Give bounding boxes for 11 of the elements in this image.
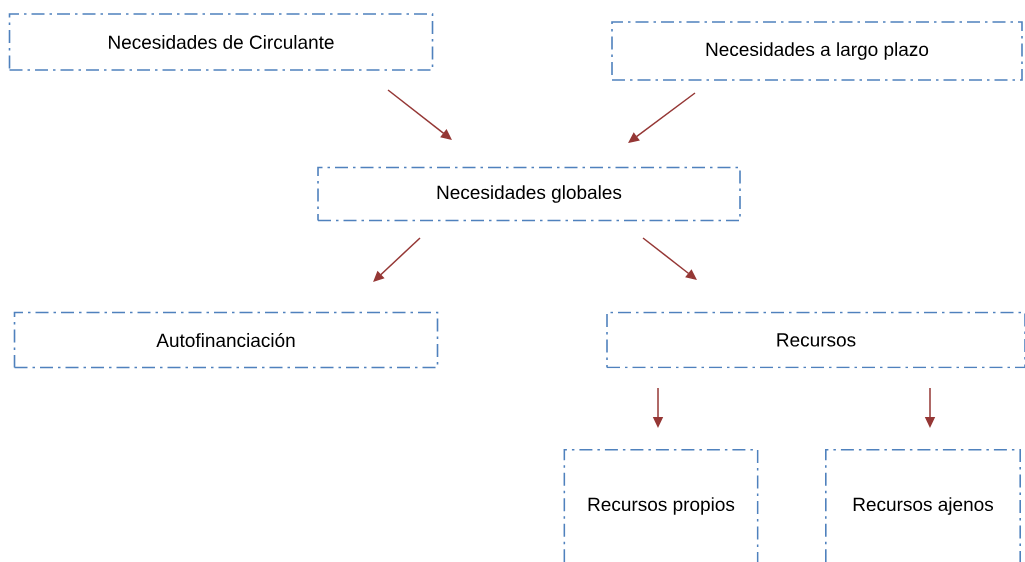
process-box: Recursos propios xyxy=(563,449,759,562)
process-box: Necesidades globales xyxy=(317,166,741,222)
process-box: Recursos ajenos xyxy=(825,449,1021,562)
arrow xyxy=(387,89,452,140)
process-box: Recursos xyxy=(606,311,1025,369)
process-box: Autofinanciación xyxy=(13,311,439,369)
arrow xyxy=(628,92,696,143)
process-box: Necesidades de Circulante xyxy=(8,13,434,71)
arrow xyxy=(642,237,697,280)
process-box: Necesidades a largo plazo xyxy=(611,21,1023,81)
arrow xyxy=(373,237,421,282)
